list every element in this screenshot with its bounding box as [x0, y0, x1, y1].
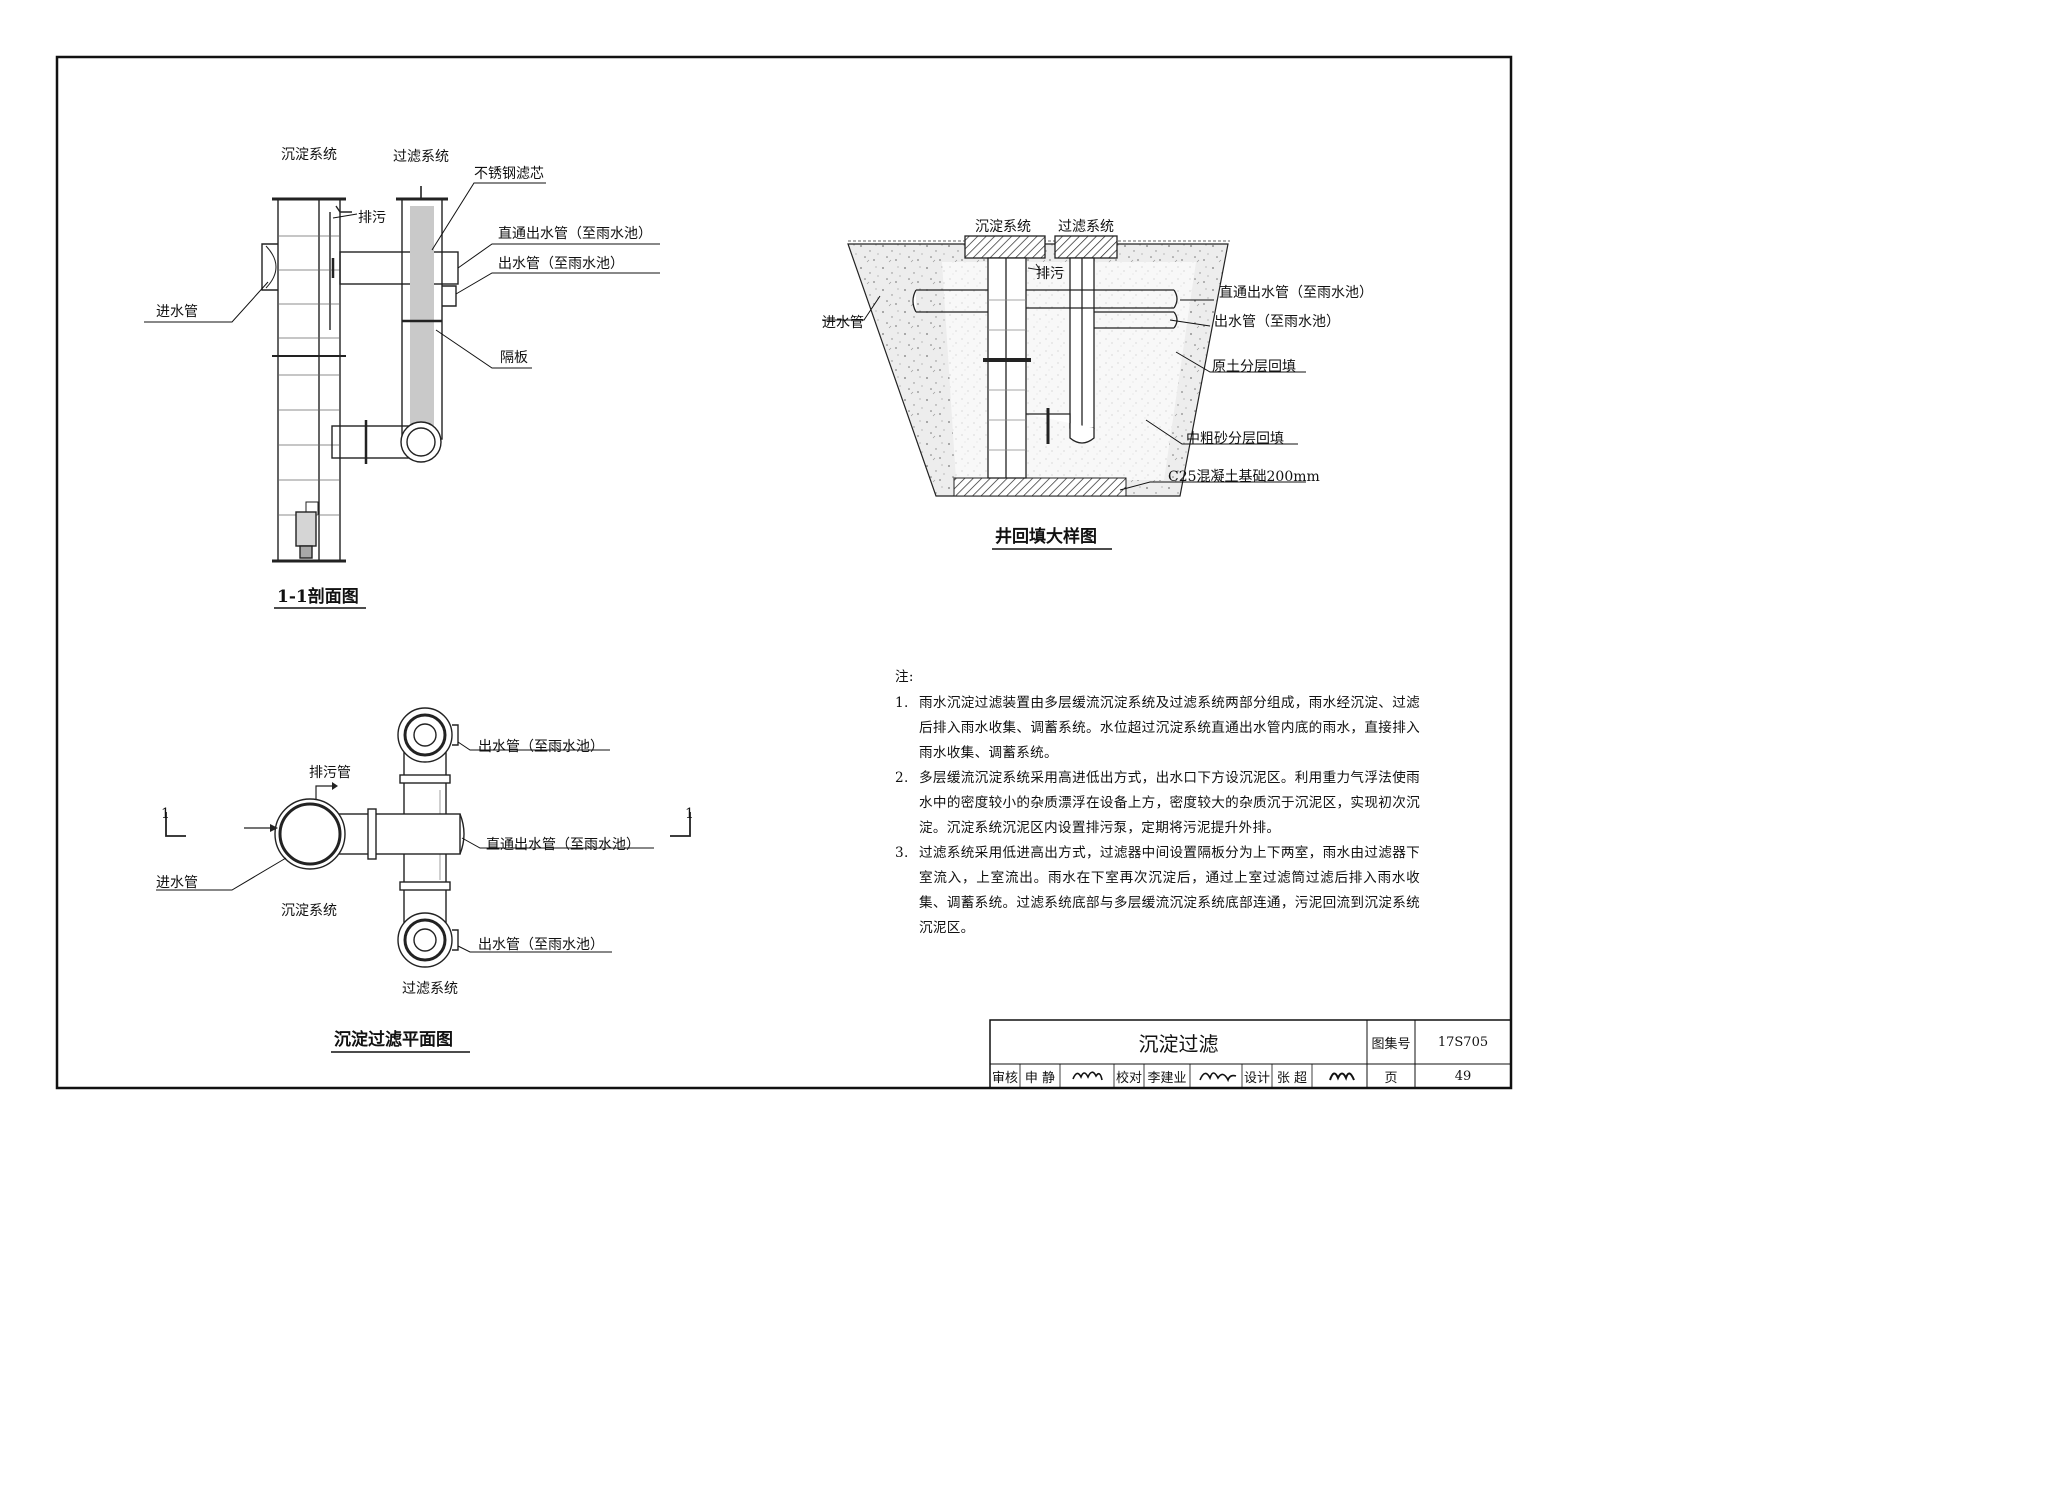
note-item: 3. 过滤系统采用低进高出方式，过滤器中间设置隔板分为上下两室，雨水由过滤器下室…	[895, 841, 1420, 941]
reviewer-signature	[1072, 1071, 1103, 1081]
sedimentation-cover	[964, 235, 1046, 259]
drain-pipe	[335, 205, 352, 213]
plan-label-outlet-top: 出水管（至雨水池）	[478, 739, 604, 755]
section-view-title: 1-1剖面图	[277, 586, 359, 607]
plan-sedimentation-tank	[274, 798, 346, 870]
backfill-label-direct-outlet: 直通出水管（至雨水池）	[1219, 284, 1373, 301]
section-label-sedimentation: 沉淀系统	[281, 147, 337, 163]
note-number: 1.	[895, 695, 909, 711]
backfill-sedimentation-tank	[987, 257, 1027, 479]
backfill-detail: 沉淀系统 过滤系统 排污 进水管 直通出水管（至雨水池） 出水管（至雨水池） 原…	[822, 219, 1373, 550]
backfill-label-sedimentation: 沉淀系统	[975, 219, 1031, 235]
section-view	[144, 182, 660, 563]
backfill-outlet-pipe	[1094, 311, 1178, 329]
inlet-pipe	[261, 243, 278, 291]
backfill-label-sand: 中粗砂分层回填	[1186, 431, 1284, 447]
reviewer-name: 申 静	[1024, 1070, 1056, 1086]
filter-core	[410, 206, 434, 432]
plan-label-outlet-bottom: 出水管（至雨水池）	[478, 937, 604, 953]
note-number: 3.	[895, 845, 909, 861]
connecting-pipe	[331, 425, 411, 459]
section-mark-right: 1	[685, 806, 694, 822]
checker-signature	[1199, 1072, 1237, 1083]
section-label-direct-outlet: 直通出水管（至雨水池）	[498, 225, 652, 242]
section-label-partition: 隔板	[500, 350, 528, 366]
notes-heading: 注:	[895, 669, 914, 685]
drawing-title: 沉淀过滤	[1138, 1031, 1219, 1056]
page-number: 49	[1454, 1068, 1472, 1084]
backfill-detail-title: 井回填大样图	[995, 526, 1097, 547]
section-label-filter-core: 不锈钢滤芯	[474, 166, 544, 182]
section-label-inlet: 进水管	[156, 304, 198, 320]
outlet-pipe	[442, 285, 457, 307]
plan-view	[156, 707, 691, 968]
backfill-label-concrete: C25混凝土基础200mm	[1168, 468, 1320, 485]
note-item: 1. 雨水沉淀过滤装置由多层缓流沉淀系统及过滤系统两部分组成，雨水经沉淀、过滤后…	[895, 691, 1420, 766]
notes: 注: 1. 雨水沉淀过滤装置由多层缓流沉淀系统及过滤系统两部分组成，雨水经沉淀、…	[895, 665, 1420, 941]
section-mark-left: 1	[161, 806, 170, 822]
atlas-label: 图集号	[1371, 1036, 1411, 1052]
plan-label-inlet: 进水管	[156, 875, 198, 891]
plan-label-filtration: 过滤系统	[402, 981, 458, 997]
designer-signature	[1329, 1072, 1355, 1081]
backfill-label-drain: 排污	[1036, 266, 1064, 282]
section-label-drain: 排污	[358, 210, 386, 226]
plan-label-direct-outlet: 直通出水管（至雨水池）	[486, 836, 640, 853]
section-labels: 沉淀系统 过滤系统 不锈钢滤芯 排污 直通出水管（至雨水池） 出水管（至雨水池）…	[156, 147, 652, 609]
title-block	[989, 1019, 1512, 1089]
sand-backfill	[942, 262, 1196, 480]
direct-outlet-pipe	[339, 251, 459, 285]
note-item: 2. 多层缓流沉淀系统采用高进低出方式，出水口下方设沉泥区。利用重力气浮法使雨水…	[895, 766, 1420, 841]
note-number: 2.	[895, 770, 909, 786]
backfill-label-inlet: 进水管	[822, 315, 864, 331]
backfill-label-native-soil: 原土分层回填	[1212, 359, 1296, 375]
backfill-direct-outlet-pipe	[1026, 289, 1178, 309]
section-label-filtration: 过滤系统	[393, 149, 449, 165]
note-text: 过滤系统采用低进高出方式，过滤器中间设置隔板分为上下两室，雨水由过滤器下室流入，…	[919, 845, 1420, 936]
design-label: 设计	[1243, 1070, 1270, 1086]
review-label: 审核	[991, 1070, 1018, 1086]
backfill-label-outlet: 出水管（至雨水池）	[1214, 314, 1340, 330]
designer-name: 张 超	[1276, 1070, 1308, 1086]
plan-labels: 出水管（至雨水池） 排污管 直通出水管（至雨水池） 进水管 沉淀系统 出水管（至…	[156, 739, 694, 1053]
backfill-label-filtration: 过滤系统	[1058, 219, 1114, 235]
sheet-border	[55, 55, 1513, 1090]
sewage-pump	[295, 511, 317, 547]
filtration-cover	[1054, 235, 1118, 259]
checker-name: 李建业	[1147, 1070, 1187, 1086]
note-text: 雨水沉淀过滤装置由多层缓流沉淀系统及过滤系统两部分组成，雨水经沉淀、过滤后排入雨…	[919, 695, 1420, 761]
page-label: 页	[1384, 1070, 1398, 1086]
note-text: 多层缓流沉淀系统采用高进低出方式，出水口下方设沉泥区。利用重力气浮法使雨水中的密…	[919, 770, 1420, 836]
atlas-number: 17S705	[1437, 1034, 1489, 1050]
sedimentation-tank	[277, 198, 341, 562]
plan-label-drain-pipe: 排污管	[309, 765, 351, 781]
drawing-sheet: 沉淀系统 过滤系统 不锈钢滤芯 排污 直通出水管（至雨水池） 出水管（至雨水池）…	[55, 55, 1513, 1090]
section-label-outlet: 出水管（至雨水池）	[498, 256, 624, 272]
plan-label-sedimentation: 沉淀系统	[281, 903, 337, 919]
concrete-base	[953, 477, 1127, 497]
tank-layers	[278, 235, 340, 516]
backfill-inlet-pipe	[912, 289, 988, 313]
plan-view-title: 沉淀过滤平面图	[334, 1029, 453, 1050]
check-label: 校对	[1115, 1070, 1142, 1086]
